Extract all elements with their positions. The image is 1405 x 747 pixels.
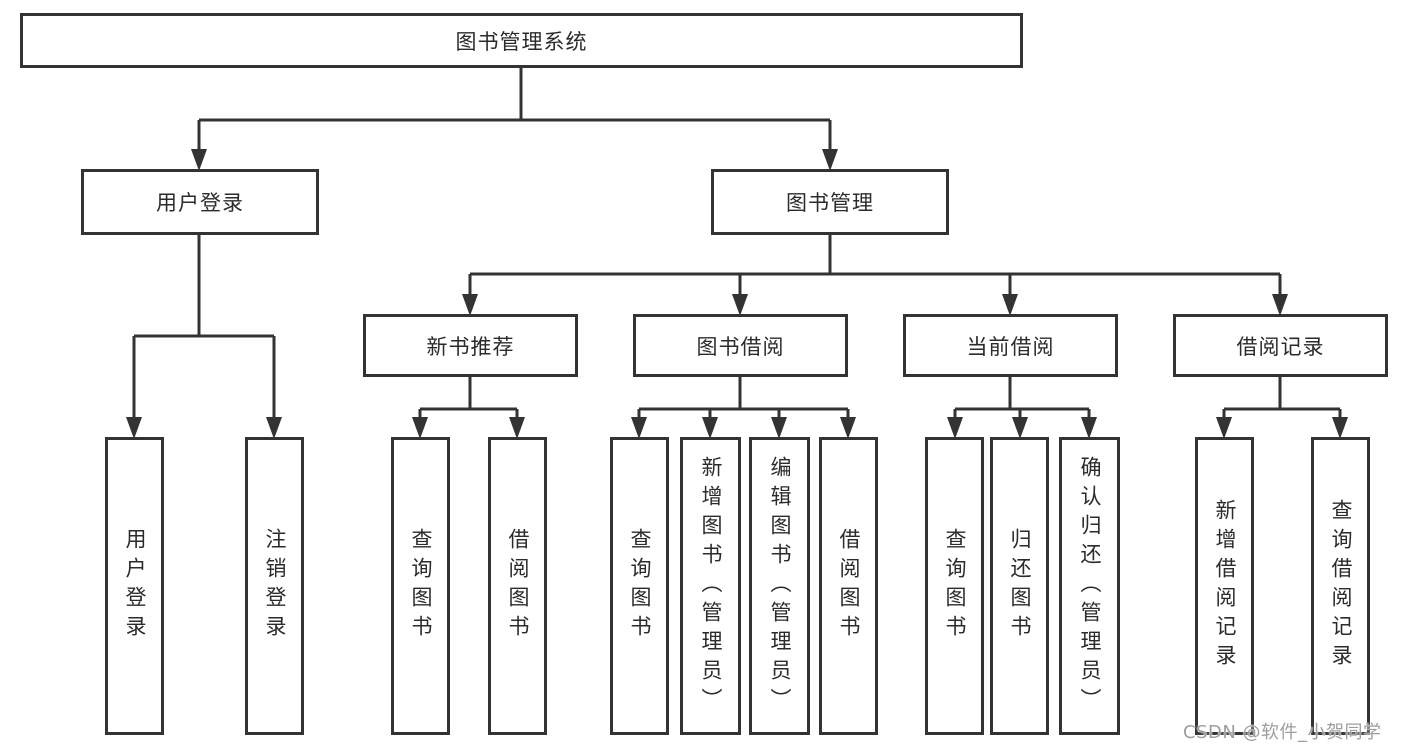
node-root-system: 图书管理系统: [20, 13, 1023, 68]
leaf-confirm-return-admin: 确认归还（管理员）: [1059, 437, 1120, 735]
leaf-edit-book-admin: 编辑图书（管理员）: [749, 437, 810, 735]
node-borrow-records: 借阅记录: [1173, 314, 1388, 377]
connector-book-management-to-level3: [468, 235, 1282, 296]
connector-user-login-to-leaves: [132, 235, 276, 419]
node-root-label: 图书管理系统: [455, 29, 588, 54]
leaf-logout-label: 注销登录: [263, 528, 287, 644]
leaf-borrow-books: 借阅图书: [819, 437, 878, 735]
node-user-login: 用户登录: [81, 169, 319, 235]
leaf-confirm-return-admin-label: 确认归还（管理员）: [1078, 455, 1102, 717]
node-user-login-label: 用户登录: [156, 191, 244, 215]
leaf-logout: 注销登录: [245, 437, 304, 735]
arrowheads-borrow-leaves: [631, 417, 856, 439]
leaf-query-books-recommend: 查询图书: [391, 437, 450, 735]
leaf-query-borrow-record: 查询借阅记录: [1311, 437, 1370, 735]
connector-records-to-leaves: [1222, 377, 1342, 419]
node-borrow-records-label: 借阅记录: [1236, 334, 1325, 359]
leaf-user-login-label: 用户登录: [123, 528, 147, 644]
node-new-book-recommend: 新书推荐: [363, 314, 578, 377]
leaf-add-borrow-record-label: 新增借阅记录: [1213, 499, 1237, 673]
arrowheads-root-to-level2: [191, 149, 838, 171]
arrowheads-level3: [462, 294, 1288, 316]
leaf-query-books-borrow: 查询图书: [610, 437, 669, 735]
node-book-management-label: 图书管理: [786, 191, 874, 215]
leaf-borrow-books-label: 借阅图书: [837, 528, 861, 644]
connector-root-to-level2: [197, 68, 832, 151]
leaf-borrow-books-recommend: 借阅图书: [488, 437, 547, 735]
connector-recommend-to-leaves: [418, 377, 519, 419]
arrowheads-current-leaves: [947, 417, 1097, 439]
leaf-add-book-admin-label: 新增图书（管理员）: [699, 455, 723, 717]
node-current-borrow-label: 当前借阅: [966, 334, 1055, 359]
connector-borrow-to-leaves: [637, 377, 850, 419]
node-book-management: 图书管理: [711, 169, 949, 235]
node-new-book-recommend-label: 新书推荐: [426, 334, 515, 359]
leaf-add-book-admin: 新增图书（管理员）: [680, 437, 741, 735]
leaf-query-borrow-record-label: 查询借阅记录: [1329, 499, 1353, 673]
leaf-user-login: 用户登录: [105, 437, 164, 735]
leaf-query-books-borrow-label: 查询图书: [628, 528, 652, 644]
leaf-query-books-current: 查询图书: [925, 437, 984, 735]
arrowheads-records-leaves: [1216, 417, 1348, 439]
node-book-borrow-label: 图书借阅: [696, 334, 785, 359]
leaf-add-borrow-record: 新增借阅记录: [1195, 437, 1254, 735]
arrowheads-recommend-leaves: [412, 417, 525, 439]
connector-current-to-leaves: [953, 377, 1091, 419]
leaf-edit-book-admin-label: 编辑图书（管理员）: [768, 455, 792, 717]
node-current-borrow: 当前借阅: [903, 314, 1118, 377]
leaf-query-books-current-label: 查询图书: [943, 528, 967, 644]
leaf-borrow-books-recommend-label: 借阅图书: [506, 528, 530, 644]
arrowheads-user-login-leaves: [126, 417, 282, 439]
leaf-query-books-recommend-label: 查询图书: [409, 528, 433, 644]
node-book-borrow: 图书借阅: [633, 314, 848, 377]
leaf-return-book-label: 归还图书: [1008, 528, 1032, 644]
csdn-watermark: CSDN @软件_小贺同学: [1183, 722, 1382, 743]
leaf-return-book: 归还图书: [990, 437, 1049, 735]
